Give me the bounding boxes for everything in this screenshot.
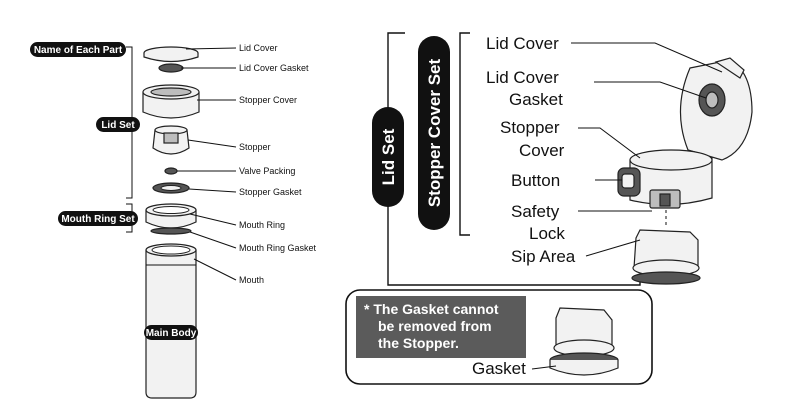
svg-text:Name of Each Part: Name of Each Part <box>34 45 123 56</box>
mouth-ring-set-badge: Mouth Ring Set <box>58 211 138 226</box>
label-safety-lock-large-1: Safety <box>511 202 560 221</box>
label-sip-area-large: Sip Area <box>511 247 576 266</box>
svg-text:Lid Set: Lid Set <box>379 128 398 185</box>
lid-cover-gasket-part <box>158 63 184 73</box>
label-mouth-ring: Mouth Ring <box>239 220 285 230</box>
label-button-large: Button <box>511 171 560 190</box>
mouth-ring-gasket-part <box>150 227 192 235</box>
svg-text:Main Body: Main Body <box>146 328 197 339</box>
lid-set-badge: Lid Set <box>96 117 140 132</box>
label-gasket: Gasket <box>472 359 526 378</box>
lid-assembly-drawing <box>617 57 753 209</box>
note-line-3: the Stopper. <box>378 335 459 351</box>
gasket-detail-drawing <box>549 307 619 376</box>
label-stopper: Stopper <box>239 142 271 152</box>
label-stopper-cover: Stopper Cover <box>239 95 297 105</box>
svg-text:Stopper Cover Set: Stopper Cover Set <box>425 59 444 208</box>
lid-cover-part <box>143 46 199 63</box>
lid-set-large-bracket <box>387 32 641 286</box>
note-line-2: be removed from <box>378 318 492 334</box>
label-safety-lock-large-2: Lock <box>529 224 565 243</box>
label-stopper-cover-large-1: Stopper <box>500 118 560 137</box>
valve-packing-part <box>164 167 178 175</box>
right-panel: Lid Set Stopper Cover Set <box>345 32 753 385</box>
label-valve-packing: Valve Packing <box>239 166 295 176</box>
label-lid-cover: Lid Cover <box>239 43 278 53</box>
main-body-part <box>145 243 197 399</box>
name-of-each-part-badge: Name of Each Part <box>30 42 126 57</box>
stopper-gasket-part <box>152 182 190 194</box>
stopper-cover-part <box>142 84 200 119</box>
label-mouth-ring-gasket: Mouth Ring Gasket <box>239 243 317 253</box>
label-lid-cover-large: Lid Cover <box>486 34 559 53</box>
label-stopper-cover-large-2: Cover <box>519 141 565 160</box>
left-panel: Name of Each Part Lid Set Mouth Ring Set <box>30 42 317 399</box>
stopper-drawing <box>631 210 701 285</box>
mouth-ring-part <box>145 203 197 229</box>
label-stopper-gasket: Stopper Gasket <box>239 187 302 197</box>
main-body-badge: Main Body <box>144 325 198 340</box>
lid-set-vertical-badge: Lid Set <box>372 107 404 207</box>
label-mouth: Mouth <box>239 275 264 285</box>
svg-text:Mouth Ring Set: Mouth Ring Set <box>61 214 135 225</box>
stopper-part <box>152 125 190 155</box>
stopper-cover-set-vertical-badge: Stopper Cover Set <box>418 36 450 230</box>
note-line-1: * The Gasket cannot <box>364 301 499 317</box>
label-lid-cover-gasket-large-1: Lid Cover <box>486 68 559 87</box>
label-lid-cover-gasket: Lid Cover Gasket <box>239 63 309 73</box>
svg-text:Lid Set: Lid Set <box>101 120 135 131</box>
label-lid-cover-gasket-large-2: Gasket <box>509 90 563 109</box>
gasket-note-box: * The Gasket cannot be removed from the … <box>345 289 653 385</box>
stopper-cover-set-bracket <box>459 32 470 236</box>
